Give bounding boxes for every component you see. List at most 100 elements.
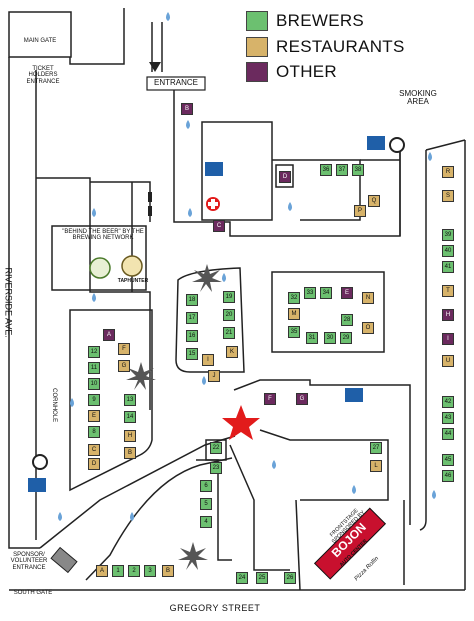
- booth-brewer: 31: [306, 332, 318, 344]
- smoking-icon: [389, 137, 405, 153]
- legend-item-restaurants: RESTAURANTS: [246, 37, 405, 57]
- booth-restaurant: S: [442, 190, 454, 202]
- taphunter-logo-icon: [121, 255, 143, 277]
- booth-brewer: 34: [320, 287, 332, 299]
- cornhole-label: CORNHOLE: [51, 388, 58, 423]
- water-icon: [272, 460, 276, 469]
- taphunter-label: TAPHUNTER: [117, 278, 149, 284]
- booth-restaurant: H: [124, 430, 136, 442]
- booth-brewer: 44: [442, 428, 454, 440]
- booth-brewer: 3: [144, 565, 156, 577]
- water-icon: [188, 208, 192, 217]
- palm-tree-icon: [126, 264, 222, 570]
- restroom-building: [272, 159, 361, 221]
- booth-brewer: 15: [186, 348, 198, 360]
- entrance-arrow-head: [149, 62, 161, 72]
- booth-brewer: 13: [124, 394, 136, 406]
- legend-item-brewers: BREWERS: [246, 11, 364, 31]
- booth-brewer: 18: [186, 294, 198, 306]
- booth-other: F: [264, 393, 276, 405]
- booth-brewer: 17: [186, 312, 198, 324]
- booth-d-shed: [275, 164, 294, 188]
- booth-brewer: 28: [341, 314, 353, 326]
- legend-label: RESTAURANTS: [276, 37, 405, 56]
- booth-brewer: 9: [88, 394, 100, 406]
- entrance-road: [173, 80, 401, 237]
- booth-restaurant: K: [226, 346, 238, 358]
- booth-restaurant: U: [442, 355, 454, 367]
- right-corridor: [419, 139, 466, 531]
- legend-label: BREWERS: [276, 11, 365, 30]
- upper-structure: [90, 181, 151, 222]
- booth-brewer: 26: [284, 572, 296, 584]
- gregory-street-label: GREGORY STREET: [169, 603, 261, 613]
- booth-brewer: 12: [88, 346, 100, 358]
- booth-restaurant: L: [370, 460, 382, 472]
- behind-beer-label: "BEHIND THE BEER" BY THE BREWING NETWORK: [62, 229, 144, 242]
- main-gate-label: MAIN GATE: [23, 38, 57, 44]
- sponsor-entrance-label: SPONSOR/ VOLUNTEER ENTRANCE: [10, 552, 48, 571]
- smoking-area-label: SMOKING AREA: [399, 89, 437, 107]
- center-diagonal: [233, 379, 411, 525]
- water-icon: [288, 202, 292, 211]
- booth-brewer: 39: [442, 229, 454, 241]
- water-icon: [70, 398, 74, 407]
- water-icon: [352, 485, 356, 494]
- booth-brewer: 19: [223, 291, 235, 303]
- legend-swatch-restaurants: [246, 37, 268, 57]
- booth-brewer: 1: [112, 565, 124, 577]
- booth-restaurant: B: [124, 447, 136, 459]
- booth-brewer: 6: [200, 480, 212, 492]
- booth-brewer: 20: [223, 309, 235, 321]
- riverside-label: RIVERSIDE AVE.: [3, 267, 14, 338]
- booth-restaurant: R: [442, 166, 454, 178]
- smoking-icon: [32, 454, 48, 470]
- legend-item-other: OTHER: [246, 62, 337, 82]
- booth-restaurant: D: [88, 458, 100, 470]
- booth-brewer: 29: [340, 332, 352, 344]
- water-icon: [92, 208, 96, 217]
- left-corridor: [69, 309, 153, 492]
- booth-other: G: [296, 393, 308, 405]
- entrance-sign-box: [146, 76, 206, 91]
- behind-beer-tent: [51, 225, 147, 291]
- booth-other: I: [442, 333, 454, 345]
- booth-brewer: 8: [88, 426, 100, 438]
- water-icon: [130, 512, 134, 521]
- booth-brewer: 33: [304, 287, 316, 299]
- water-icon: [92, 293, 96, 302]
- booth-brewer: 37: [336, 164, 348, 176]
- booth-other: A: [103, 329, 115, 341]
- booth-other: H: [442, 309, 454, 321]
- water-drops: [58, 12, 436, 521]
- booth-other: D: [279, 171, 291, 183]
- legend-label: OTHER: [276, 62, 337, 81]
- legend-swatch-brewers: [246, 11, 268, 31]
- booth-restaurant: E: [88, 410, 100, 422]
- booth-brewer: 4: [200, 516, 212, 528]
- booth-restaurant: I: [202, 354, 214, 366]
- booth-brewer: 38: [352, 164, 364, 176]
- booth-other: B: [181, 103, 193, 115]
- booth-brewer: 23: [210, 462, 222, 474]
- hops-logo-icon: [89, 257, 111, 279]
- water-icon: [432, 490, 436, 499]
- booth-restaurant: C: [88, 444, 100, 456]
- water-icon: [58, 512, 62, 521]
- left-island: [175, 267, 245, 373]
- booth-restaurant: B: [162, 565, 174, 577]
- perimeter-left: [8, 8, 125, 549]
- booth-restaurant: M: [288, 308, 300, 320]
- stage-area: [295, 499, 405, 591]
- booth-restaurant: J: [208, 370, 220, 382]
- main-gate-box: [8, 11, 72, 58]
- booth-brewer: 42: [442, 396, 454, 408]
- booth-22-box: [205, 439, 227, 461]
- booth-brewer: 46: [442, 470, 454, 482]
- entrance-label: ENTRANCE: [153, 78, 198, 87]
- lower-left-road-2: [85, 457, 233, 581]
- booth-brewer: 24: [236, 572, 248, 584]
- south-gate-label: SOUTH GATE: [13, 590, 53, 596]
- booth-brewer: 5: [200, 498, 212, 510]
